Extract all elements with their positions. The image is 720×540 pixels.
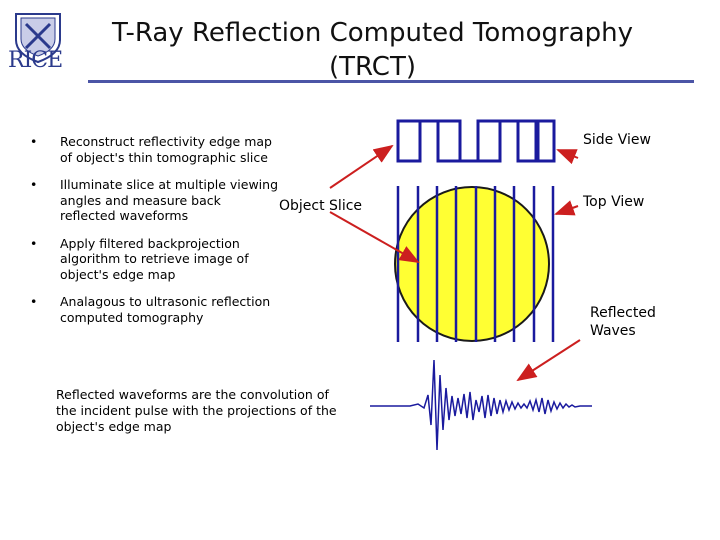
reflected-waves-line-1: Reflected <box>590 305 656 321</box>
object-slice-circle <box>394 186 550 342</box>
arrow-to-side-view <box>329 144 394 189</box>
bullet-list: • Reconstruct reflectivity edge map of ob… <box>30 134 280 337</box>
side-view-label: Side View <box>583 132 651 148</box>
top-view-label: Top View <box>583 194 645 210</box>
slide-title: T-Ray Reflection Computed Tomography (TR… <box>90 16 655 84</box>
reflected-waves-label: Reflected Waves <box>590 304 656 340</box>
arrow-side-view-label <box>556 149 579 165</box>
bullet-dot: • <box>30 177 38 192</box>
bullet-dot: • <box>30 134 38 149</box>
bullet-item: • Apply filtered backprojection algorithm… <box>30 236 280 283</box>
bullet-dot: • <box>30 235 38 251</box>
waveform-caption: Reflected waveforms are the convolution … <box>56 387 337 434</box>
arrow-to-object <box>329 211 420 263</box>
arrow-reflected-waves <box>516 339 581 382</box>
bullet-text: Reconstruct reflectivity edge map of obj… <box>60 134 272 165</box>
side-view-graphic <box>396 119 556 163</box>
rice-shield-logo <box>15 13 61 64</box>
top-view-lines <box>396 186 555 342</box>
object-slice-label: Object Slice <box>279 198 363 214</box>
bullet-item: • Analagous to ultrasonic reflection comp… <box>30 294 280 325</box>
bullet-item: • Illuminate slice at multiple viewing an… <box>30 177 280 224</box>
arrow-top-view-label <box>554 200 579 216</box>
title-line-2: (TRCT) <box>329 52 416 82</box>
bullet-text: Illuminate slice at multiple viewing ang… <box>60 177 279 223</box>
reflected-waveform <box>370 359 592 451</box>
bullet-text: Analagous to ultrasonic reflection compu… <box>60 294 271 325</box>
reflected-waves-line-2: Waves <box>590 323 636 339</box>
title-underline <box>88 80 694 83</box>
logo-wordmark: RICE <box>8 48 63 73</box>
bullet-dot: • <box>30 294 38 309</box>
title-line-1: T-Ray Reflection Computed Tomography <box>111 18 633 48</box>
bullet-text: Apply filtered backprojection algorithm … <box>60 235 249 282</box>
bullet-item: • Reconstruct reflectivity edge map of ob… <box>30 134 280 165</box>
